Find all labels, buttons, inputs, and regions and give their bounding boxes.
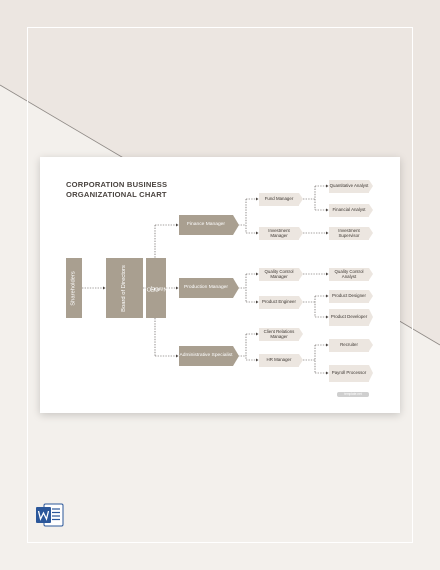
product-designer-label: Product Designer bbox=[332, 293, 366, 299]
ceo-name: [Name] bbox=[150, 285, 169, 292]
preview-frame bbox=[27, 27, 413, 543]
quality-control-manager-label: Quality Control Manager bbox=[264, 268, 294, 279]
board-of-directors-label: Board of Directors bbox=[121, 264, 127, 312]
financial-analyst-label: Financial Analyst bbox=[332, 207, 366, 213]
chart-title: CORPORATION BUSINESS ORGANIZATIONAL CHAR… bbox=[66, 180, 167, 200]
payroll-processor-box[interactable]: Payroll Processor bbox=[329, 364, 373, 382]
quantitative-analyst-box[interactable]: Quantitative Analyst bbox=[329, 179, 373, 193]
client-relations-manager-label: Client Relations Manager bbox=[263, 328, 295, 339]
recruiter-label: Recruiter bbox=[340, 342, 358, 348]
finance-manager-box[interactable]: Finance Manager bbox=[179, 215, 239, 235]
client-relations-manager-box[interactable]: Client Relations Manager bbox=[259, 327, 303, 341]
finance-manager-label: Finance Manager bbox=[186, 222, 226, 227]
word-document-icon[interactable] bbox=[35, 502, 65, 528]
org-chart-document[interactable]: CORPORATION BUSINESS ORGANIZATIONAL CHAR… bbox=[40, 157, 400, 413]
quality-control-analyst-box[interactable]: Quality Control Analyst bbox=[329, 267, 373, 281]
investment-supervisor-label: Investment Supervisor bbox=[338, 227, 360, 238]
administrative-specialist-label: Administrative Specialist bbox=[179, 353, 233, 358]
ceo-box[interactable]: CEO [Name] bbox=[146, 258, 169, 318]
shareholders-box[interactable]: Shareholders bbox=[66, 258, 82, 318]
quality-control-analyst-label: Quality Control Analyst bbox=[334, 268, 364, 279]
payroll-processor-label: Payroll Processor bbox=[331, 370, 367, 376]
chart-title-line1: CORPORATION BUSINESS bbox=[66, 180, 168, 189]
production-manager-box[interactable]: Production Manager bbox=[179, 278, 239, 298]
template-badge: template.net bbox=[337, 392, 369, 397]
hr-manager-label: HR Manager bbox=[266, 357, 292, 363]
fund-manager-box[interactable]: Fund Manager bbox=[259, 192, 303, 206]
product-engineer-box[interactable]: Product Engineer bbox=[259, 295, 303, 309]
quality-control-manager-box[interactable]: Quality Control Manager bbox=[259, 267, 303, 281]
chart-title-line2: ORGANIZATIONAL CHART bbox=[66, 190, 167, 199]
shareholders-label: Shareholders bbox=[70, 270, 77, 306]
product-designer-box[interactable]: Product Designer bbox=[329, 289, 373, 303]
product-developer-label: Product Developer bbox=[330, 314, 368, 320]
financial-analyst-box[interactable]: Financial Analyst bbox=[329, 203, 373, 217]
product-developer-box[interactable]: Product Developer bbox=[329, 308, 373, 326]
administrative-specialist-box[interactable]: Administrative Specialist bbox=[179, 346, 239, 366]
product-engineer-label: Product Engineer bbox=[262, 299, 296, 305]
recruiter-box[interactable]: Recruiter bbox=[329, 338, 373, 352]
quantitative-analyst-label: Quantitative Analyst bbox=[329, 183, 369, 189]
investment-manager-label: Investment Manager bbox=[268, 227, 290, 238]
hr-manager-box[interactable]: HR Manager bbox=[259, 353, 303, 367]
board-of-directors-box[interactable]: Board of Directors bbox=[106, 258, 143, 318]
investment-manager-box[interactable]: Investment Manager bbox=[259, 226, 303, 240]
investment-supervisor-box[interactable]: Investment Supervisor bbox=[329, 226, 373, 240]
production-manager-label: Production Manager bbox=[183, 285, 229, 290]
fund-manager-label: Fund Manager bbox=[264, 196, 294, 202]
